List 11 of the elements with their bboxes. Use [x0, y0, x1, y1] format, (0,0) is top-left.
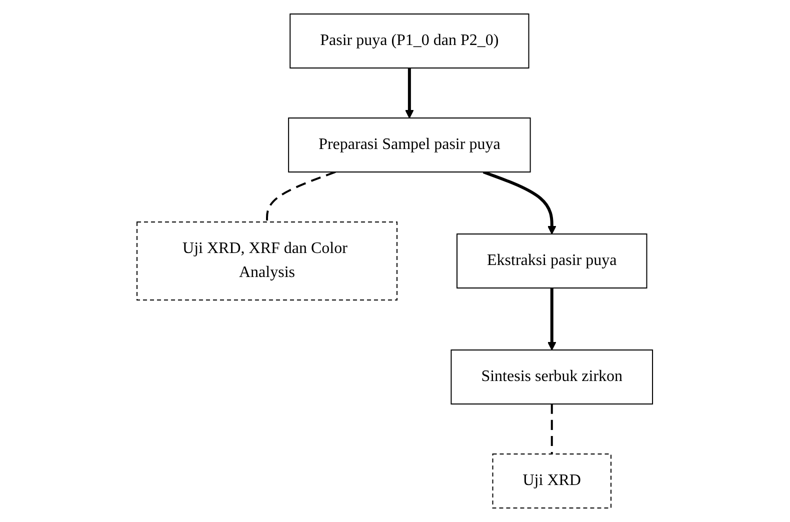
- connector: [551, 404, 554, 454]
- node-box: Sintesis serbuk zirkon: [450, 350, 654, 404]
- connector: [266, 171, 336, 222]
- node-box: Uji XRD: [492, 453, 612, 508]
- arrow: [483, 170, 556, 234]
- node-box: Uji XRD, XRF dan Color Analysis: [136, 222, 398, 300]
- arrow: [548, 288, 556, 350]
- arrow: [405, 68, 414, 118]
- node-box: Pasir puya (P1_0 dan P2_0): [290, 14, 530, 68]
- node-box: Ekstraksi pasir puya: [456, 234, 648, 288]
- node-box: Preparasi Sampel pasir puya: [288, 118, 532, 172]
